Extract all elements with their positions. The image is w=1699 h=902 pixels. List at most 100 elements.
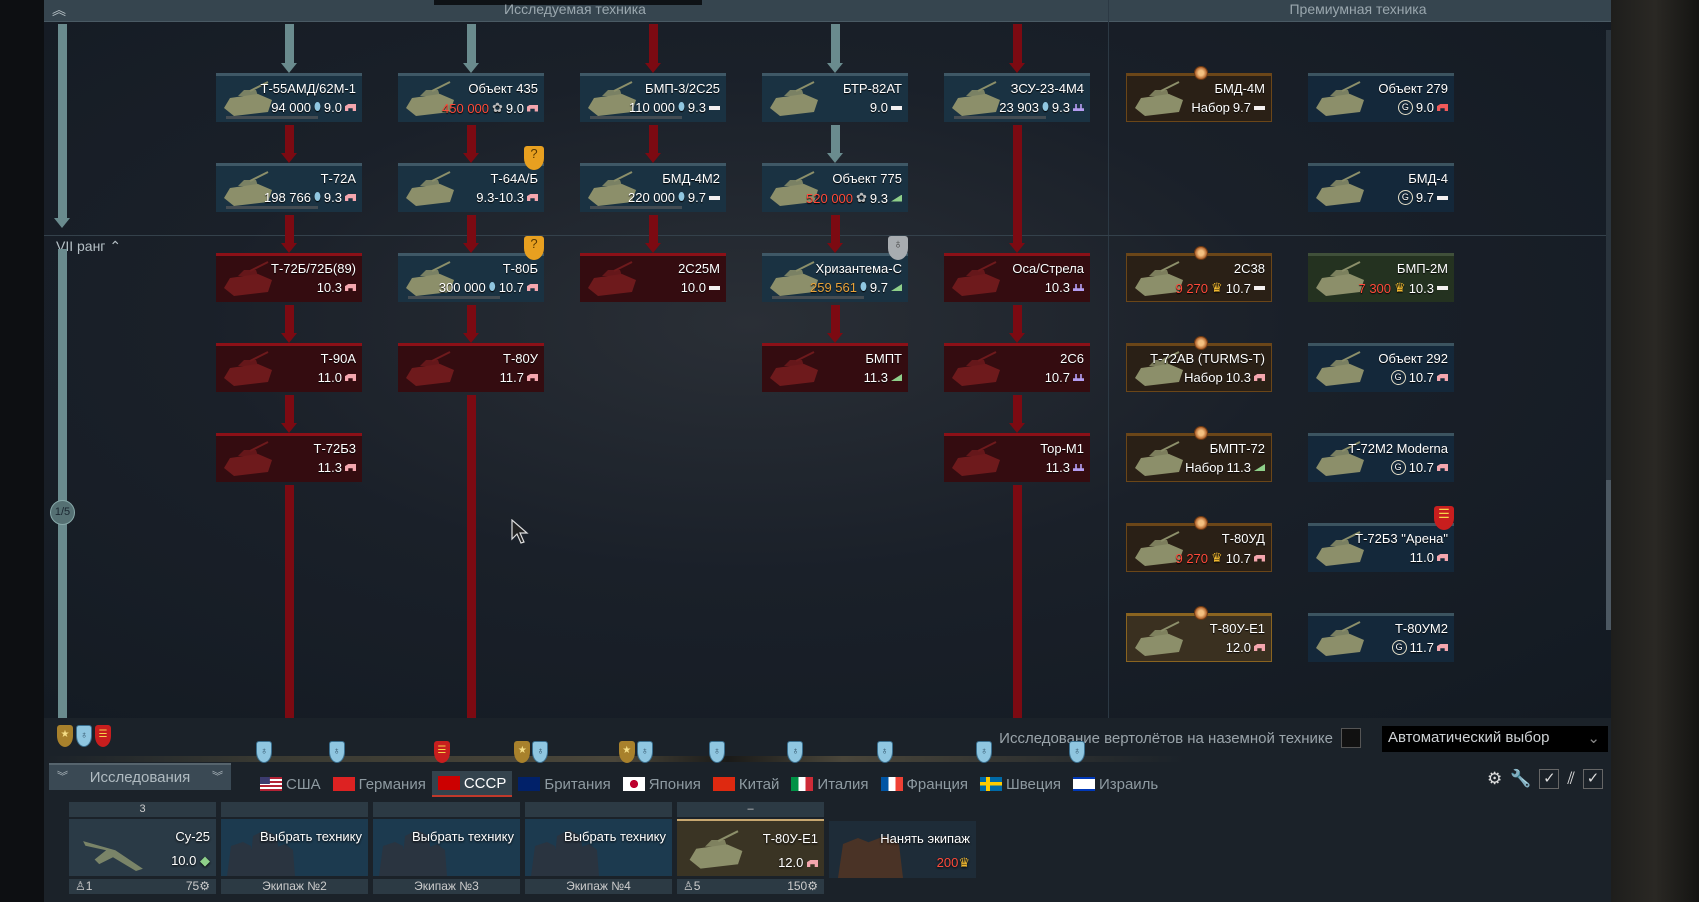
vehicle-card[interactable]: Т-64А/Б 9.3-10.3 ? [398,146,544,212]
vehicle-card[interactable]: БМП-2М 7 300 ♛ 10.3 [1308,253,1454,302]
vehicle-card[interactable]: БМД-4 G 9.7 [1308,163,1454,212]
vehicle-card[interactable]: Т-72М2 Moderna G 10.7 [1308,433,1454,482]
crew-slot[interactable]: Выбрать технику Экипаж №2 [221,802,368,894]
collapse-chevron-icon[interactable]: ︽ [52,2,66,18]
heli-research-checkbox[interactable] [1341,728,1361,748]
slot-vehicle[interactable]: Выбрать технику [525,819,672,876]
auto-repair-checkbox[interactable]: ✓ [1539,769,1560,789]
ammo-icon[interactable]: ⫽ [1567,769,1575,788]
vehicle-info: 9.0 [870,100,902,115]
crew-points-value: 150 [787,879,808,893]
tree-connector [467,125,476,153]
vehicle-card[interactable]: Т-72Б/72Б(89) 10.3 [216,253,362,302]
slot-vehicle[interactable]: Т-80У-Е1 12.0 [677,819,824,876]
scrollbar-thumb[interactable] [1606,480,1611,630]
vehicle-info: G 10.7 [1390,460,1448,475]
vehicle-card[interactable]: Т-72АВ (TURMS-T) Набор 10.3 [1126,336,1272,392]
vehicle-image [224,261,272,296]
vehicle-card[interactable]: Т-80УД 9 270 ♛ 10.7 [1126,516,1272,572]
vehicle-card[interactable]: 2С6 10.7 [944,343,1090,392]
nation-badges: ♁ [1068,741,1085,763]
vehicle-card[interactable]: Объект 435 450 000 ✿ 9.0 [398,73,544,122]
research-button[interactable]: ︾ Исследования ︾ ★ ♁ ☰ [49,725,231,790]
vehicle-card[interactable]: Хризантема-С 259 561 ⬮ 9.7 ♁ [762,236,908,302]
tree-connector [1013,305,1022,333]
vehicle-card[interactable]: Т-80У 11.7 [398,343,544,392]
vehicle-card[interactable]: Т-72А 198 766 ⬮ 9.3 [216,163,362,212]
vehicle-card[interactable]: Т-80УМ2 G 11.7 [1308,613,1454,662]
vehicle-name: Т-80У-Е1 [1209,621,1265,636]
vehicle-card[interactable]: Т-90А 11.0 [216,343,362,392]
tree-header: ︽ Исследуемая техника Премиумная техника [44,0,1611,22]
vehicle-image [1135,81,1183,116]
vehicle-card[interactable]: ЗСУ-23-4М4 23 903 ⬮ 9.3 [944,73,1090,122]
tree-connector [1013,24,1022,63]
vehicle-card[interactable]: БМД-4М2 220 000 ⬮ 9.7 [580,163,726,212]
light-class-icon [1254,286,1265,290]
vehicle-card[interactable]: Объект 775 520 000 ✿ 9.3 [762,163,908,212]
crew-slot[interactable]: Выбрать технику Экипаж №3 [373,802,520,894]
nation-tab[interactable]: ♁ США [254,741,327,797]
nation-tab[interactable]: ♁ Израиль [1067,741,1164,797]
slot-vehicle[interactable]: Выбрать технику [373,819,520,876]
vehicle-card[interactable]: БМПТ 11.3 [762,343,908,392]
nation-tab[interactable]: ♁ Италия [785,741,874,797]
vehicle-card[interactable]: Объект 279 G 9.0 [1308,73,1454,122]
nation-tab[interactable]: ♁ Китай [707,741,786,797]
vehicle-card[interactable]: БМД-4М Набор 9.7 [1126,66,1272,122]
chevron-down-icon: ︾ [212,771,223,783]
slot-vehicle-name: Выбрать технику [259,829,362,844]
slot-vehicle[interactable]: Су-25 10.0 ◆ [69,819,216,876]
crew-slot[interactable]: Выбрать технику Экипаж №4 [525,802,672,894]
aircraft-class-icon: ◆ [200,853,210,868]
crew-image [838,836,903,878]
research-bulb-icon: ♁ [76,725,92,747]
auto-ammo-checkbox[interactable]: ✓ [1583,769,1603,789]
nation-tab[interactable]: ♁ Швеция [974,741,1067,797]
battle-rating: 9.0 [1415,100,1434,115]
toolbar: ⚙ 🔧 ✓ ⫽ ✓ [1487,769,1603,789]
vehicle-info: Набор 10.3 [1184,370,1265,385]
vehicle-name: Т-80Б [502,261,538,276]
vehicle-card[interactable]: Оса/Стрела 10.3 [944,253,1090,302]
slot-vehicle[interactable]: Выбрать технику [221,819,368,876]
vehicle-cost: Набор [1185,460,1224,475]
vehicle-info: 300 000 ⬮ 10.7 [439,280,538,295]
vehicle-card[interactable]: Т-55АМД/62М-1 94 000 ⬮ 9.0 [216,73,362,122]
vehicle-name: Хризантема-С [815,261,902,276]
nation-badges: ♁ [876,741,893,763]
rank-label[interactable]: VII ранг ⌃ [56,238,121,255]
vehicle-card[interactable]: 2С25М 10.0 [580,253,726,302]
vehicle-card[interactable]: 2С38 9 270 ♛ 10.7 [1126,246,1272,302]
vehicle-card[interactable]: БТР-82АТ 9.0 [762,73,908,122]
vehicle-card[interactable]: Т-72Б3 11.3 [216,433,362,482]
td-class-icon [891,374,902,381]
research-progress-bar [954,116,1046,119]
vehicle-card[interactable]: Т-72Б3 "Арена" 11.0 ☰ [1308,506,1454,572]
vehicle-card[interactable]: Объект 292 G 10.7 [1308,343,1454,392]
heli-select-dropdown[interactable]: Автоматический выбор⌄ [1382,726,1608,752]
vehicle-card[interactable]: Тор-М1 11.3 [944,433,1090,482]
nation-tab[interactable]: ♁ Франция [875,741,974,797]
vehicle-card[interactable]: БМП-3/2С25 110 000 ⬮ 9.3 [580,73,726,122]
research-points-icon: ⬮ [314,191,321,203]
nation-tab[interactable]: ☰ СССР [431,741,513,797]
vehicle-card[interactable]: Т-80У-Е1 12.0 [1126,606,1272,662]
nation-tab[interactable]: ★♁ Япония [617,741,707,797]
nation-tab[interactable]: ♁ Германия [327,741,432,797]
vehicle-card[interactable]: БМПТ-72 Набор 11.3 [1126,426,1272,482]
vehicle-image [224,351,272,386]
rank-divider [44,235,1611,236]
vehicle-card[interactable]: Т-80Б 300 000 ⬮ 10.7 ? [398,236,544,302]
wrench-icon[interactable]: 🔧 [1510,769,1532,788]
spaa-class-icon [1073,374,1084,381]
gear-icon[interactable]: ⚙ [1486,769,1503,788]
vehicle-info: 9.3-10.3 [476,190,538,205]
vehicle-name: Тор-М1 [1040,441,1084,456]
nation-tab[interactable]: ★♁ Британия [512,741,616,797]
scrollbar[interactable] [1606,30,1611,630]
